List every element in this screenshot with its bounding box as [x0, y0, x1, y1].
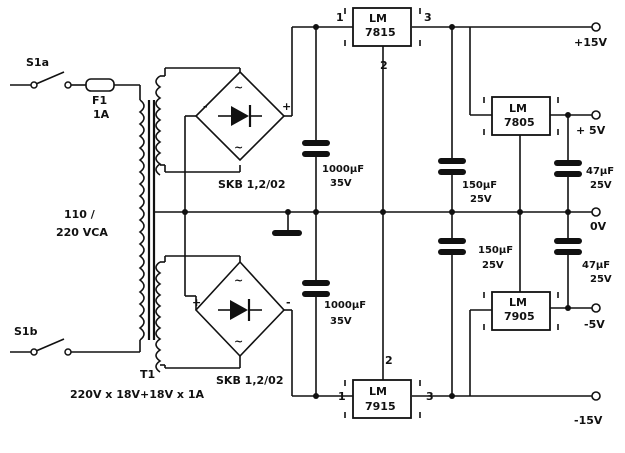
regulator-lm7905 [483, 291, 559, 331]
lm7905-line2: 7905 [504, 310, 535, 323]
label-c1-voltage: 35V [330, 178, 352, 189]
label-out-plus15: +15V [574, 36, 608, 49]
lm7815-pin1: 1 [336, 11, 344, 24]
label-transformer-spec: 220V x 18V+18V x 1A [70, 388, 204, 401]
regulator-lm7805 [483, 96, 559, 136]
label-c4-voltage: 25V [482, 260, 504, 271]
capacitor-c2 [302, 280, 330, 286]
label-c6-value: 47µF [582, 260, 610, 271]
lm7815-line2: 7815 [365, 26, 396, 39]
ground-symbol [272, 230, 302, 236]
label-c2-value: 1000µF [324, 300, 366, 311]
terminal-zero [591, 207, 601, 217]
label-mains-line2: 220 VCA [56, 226, 108, 239]
bridge-bottom-ac2: ~ [234, 335, 243, 348]
label-out-zero: 0V [590, 220, 607, 233]
bridge-top-plus: + [282, 100, 291, 113]
transformer-t1 [138, 75, 162, 373]
lm7915-pin3: 3 [426, 390, 434, 403]
label-c2-voltage: 35V [330, 316, 352, 327]
terminal-minus5 [591, 303, 601, 313]
label-fuse-name: F1 [92, 94, 107, 107]
lm7915-pin1: 1 [338, 390, 346, 403]
regulator-lm7815 [344, 7, 421, 47]
switch-s1a [10, 71, 72, 89]
label-mains-line1: 110 / [64, 208, 96, 221]
lm7805-line2: 7805 [504, 116, 535, 129]
regulator-lm7915 [344, 379, 421, 419]
capacitor-c5 [554, 160, 582, 166]
bridge-bottom-minus: - [286, 296, 291, 309]
lm7815-pin2: 2 [380, 59, 388, 72]
capacitor-c3 [438, 158, 466, 164]
label-c1-value: 1000µF [322, 164, 364, 175]
label-out-minus5: -5V [584, 318, 605, 331]
terminal-plus15 [591, 22, 601, 32]
bridge-bottom-ac1: ~ [234, 274, 243, 287]
capacitor-c1 [302, 140, 330, 146]
lm7915-line2: 7915 [365, 400, 396, 413]
bridge-rectifier-bottom [194, 260, 286, 358]
lm7915-pin2: 2 [385, 354, 393, 367]
label-c6-voltage: 25V [590, 274, 612, 285]
label-c4-value: 150µF [478, 245, 513, 256]
label-bridge-bottom: SKB 1,2/02 [216, 374, 283, 387]
label-c5-value: 47µF [586, 166, 614, 177]
capacitor-c6 [554, 238, 582, 244]
capacitor-c4 [438, 238, 466, 244]
label-s1a: S1a [26, 56, 49, 69]
lm7905-line1: LM [509, 296, 527, 309]
lm7915-line1: LM [369, 385, 387, 398]
lm7815-pin3: 3 [424, 11, 432, 24]
label-bridge-top: SKB 1,2/02 [218, 178, 285, 191]
switch-s1b [10, 338, 72, 356]
lm7815-line1: LM [369, 12, 387, 25]
terminal-minus15 [591, 391, 601, 401]
bridge-top-minus: - [203, 100, 208, 113]
label-out-plus5: + 5V [576, 124, 606, 137]
label-c3-voltage: 25V [470, 194, 492, 205]
label-out-minus15: -15V [574, 414, 603, 427]
label-fuse-rating: 1A [93, 108, 110, 121]
terminal-plus5 [591, 110, 601, 120]
fuse-f1 [71, 78, 140, 92]
lm7805-line1: LM [509, 102, 527, 115]
label-transformer-name: T1 [140, 368, 155, 381]
bridge-rectifier-top [194, 70, 286, 162]
label-s1b: S1b [14, 325, 38, 338]
bridge-top-ac2: ~ [234, 141, 243, 154]
label-c5-voltage: 25V [590, 180, 612, 191]
bridge-top-ac1: ~ [234, 81, 243, 94]
label-c3-value: 150µF [462, 180, 497, 191]
